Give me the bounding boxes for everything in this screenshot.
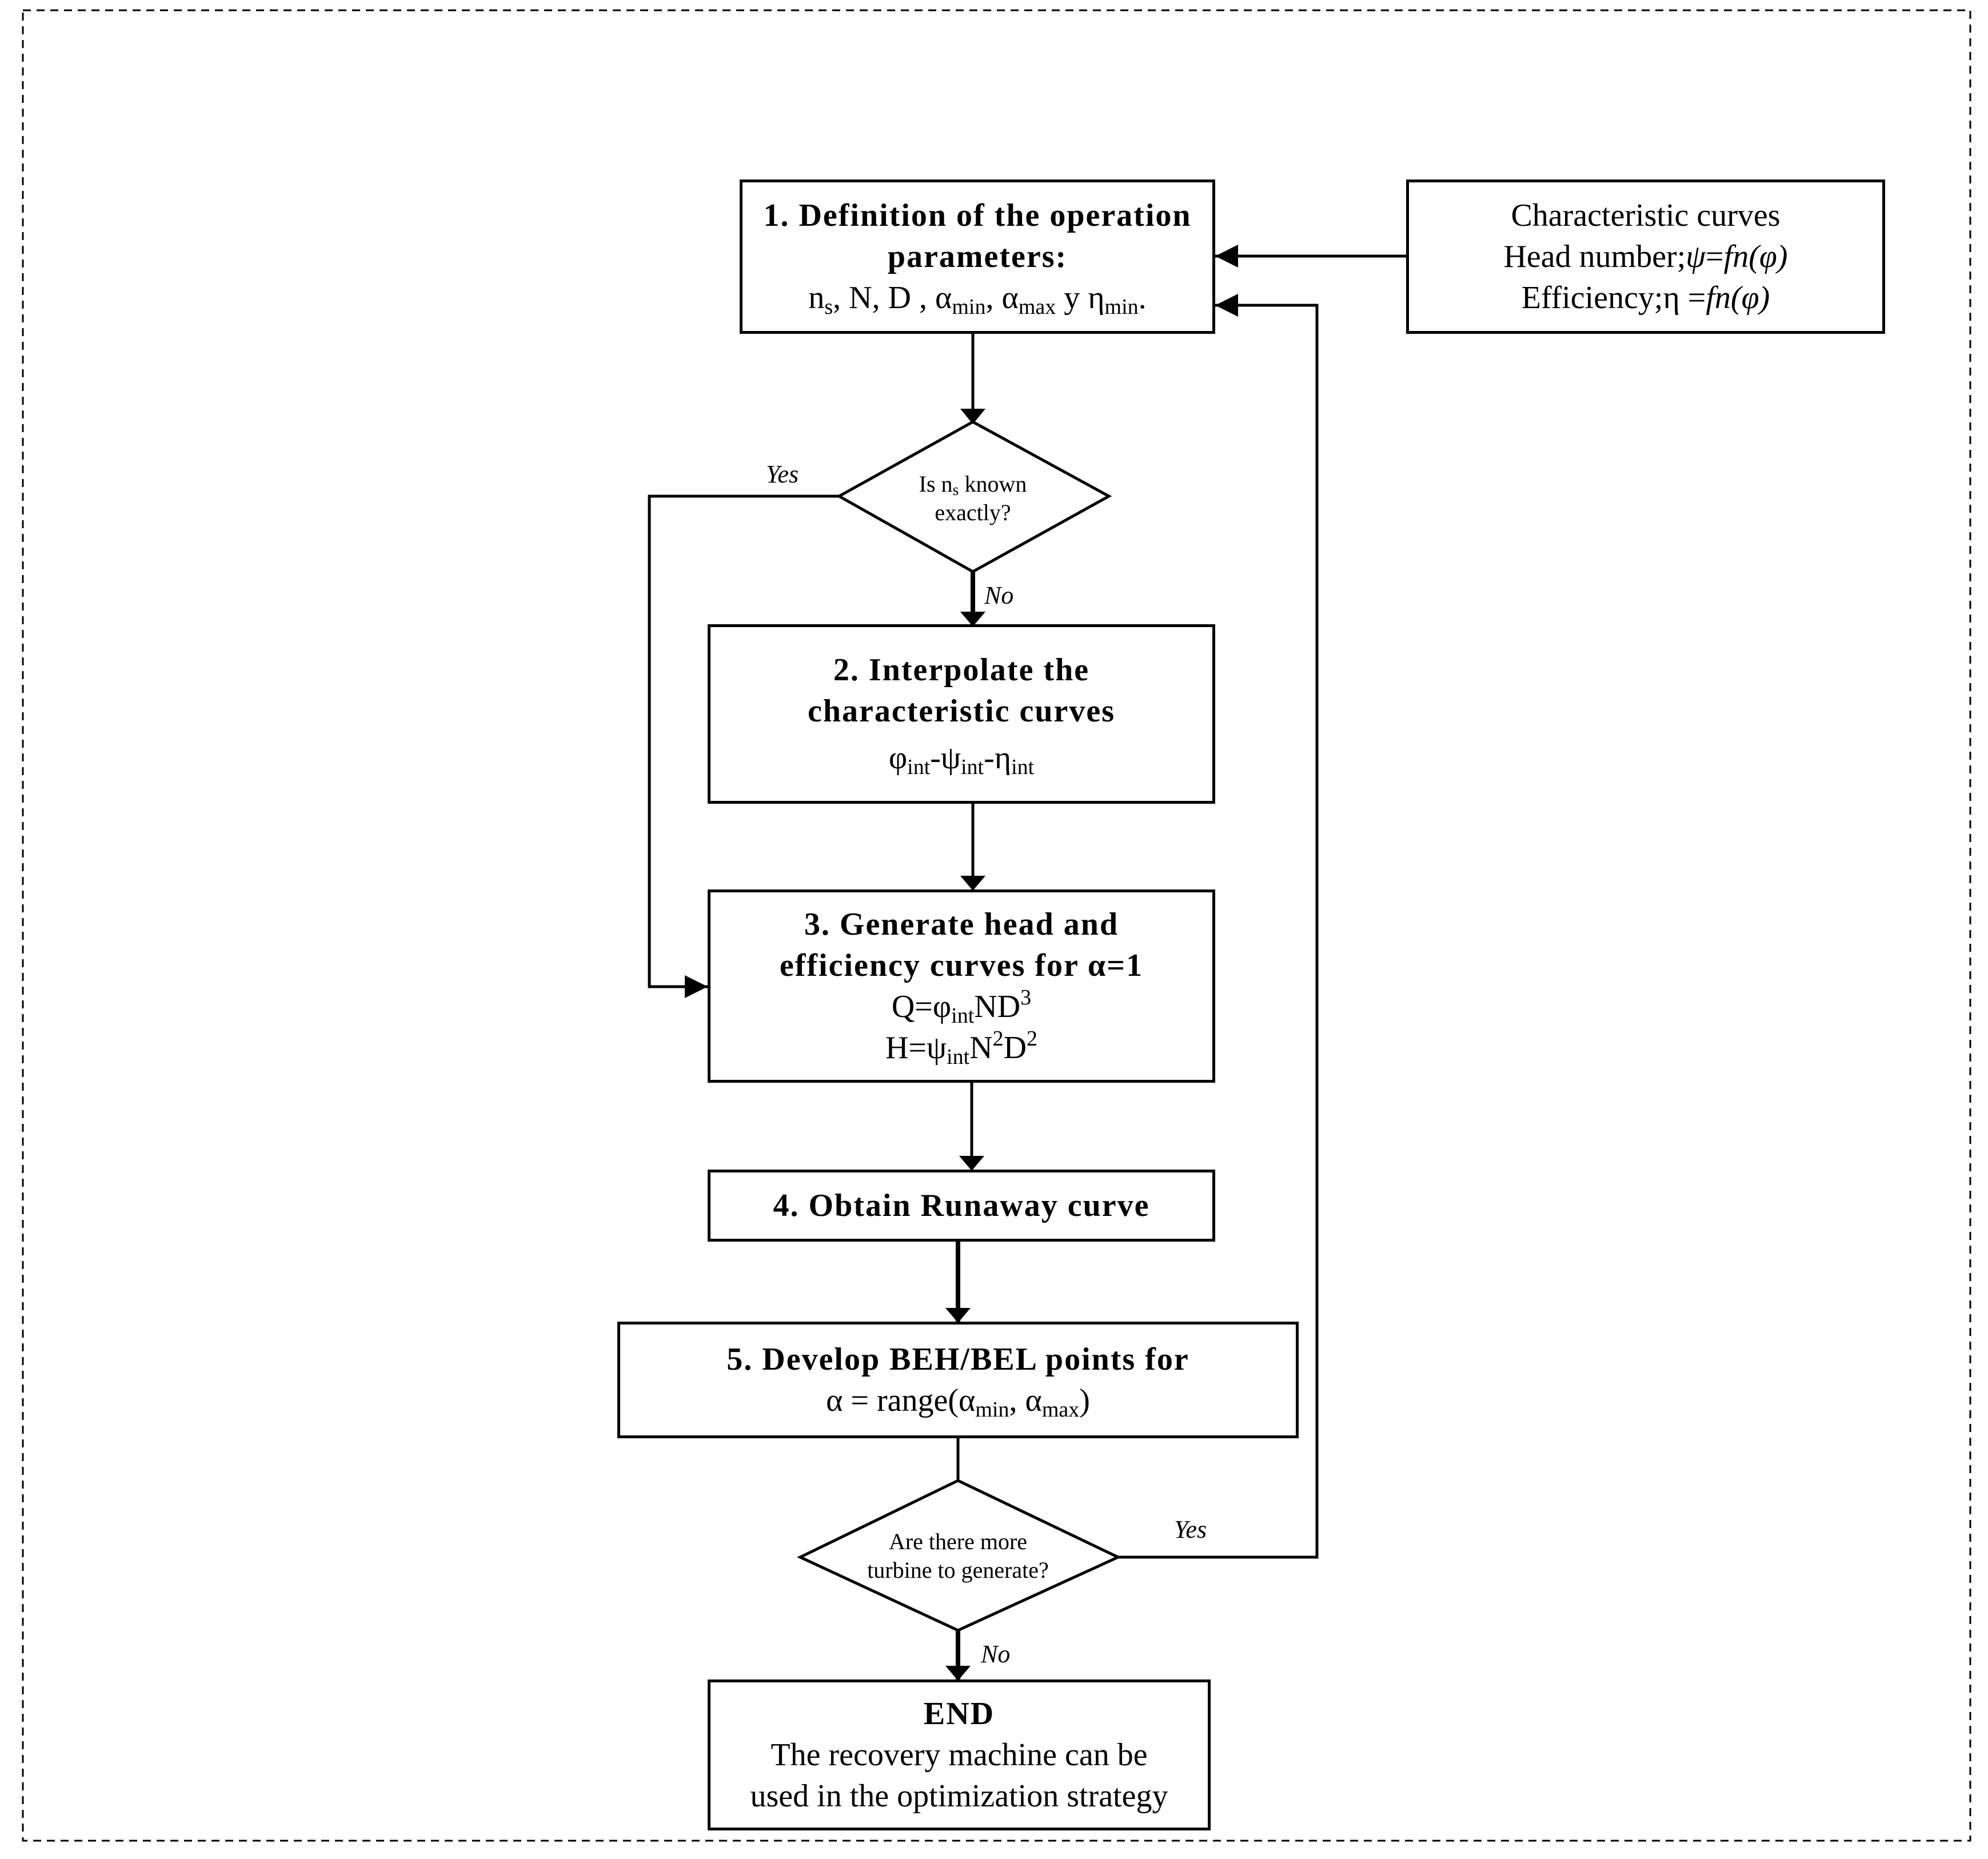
yes-label-1: Yes bbox=[766, 460, 799, 488]
yes-loop-line bbox=[1118, 304, 1319, 1559]
end-title: END bbox=[923, 1696, 995, 1732]
char-line3: Efficiency;η =fn(φ) bbox=[1521, 280, 1770, 316]
no-label-2: No bbox=[981, 1640, 1011, 1668]
decision2-text: Are there more turbine to generate? bbox=[838, 1527, 1078, 1585]
decision1-line1: Is ns known bbox=[919, 471, 1027, 499]
decision2-line2: turbine to generate? bbox=[867, 1557, 1049, 1583]
step3-title-line2: efficiency curves for α=1 bbox=[779, 948, 1144, 983]
step5-range: α = range(αmin, αmax) bbox=[826, 1383, 1090, 1422]
step3-q-formula: Q=φintND3 bbox=[891, 986, 1032, 1028]
decision1-line2: exactly? bbox=[935, 500, 1011, 525]
step5-box: 5. Develop BEH/BEL points for α = range(… bbox=[617, 1322, 1299, 1438]
step4-box: 4. Obtain Runaway curve bbox=[708, 1170, 1215, 1242]
outer-dashed-border bbox=[22, 9, 1971, 1842]
step3-h-formula: H=ψintN2D2 bbox=[885, 1027, 1038, 1069]
step1-title-line2: parameters: bbox=[887, 239, 1068, 274]
yes-bypass-line bbox=[648, 494, 839, 988]
char-line2: Head number;ψ=fn(φ) bbox=[1503, 239, 1788, 274]
end-box: END The recovery machine can be used in … bbox=[708, 1680, 1211, 1830]
step1-parameters: ns, N, D , αmin, αmax y ηmin. bbox=[808, 280, 1147, 319]
step3-title-line1: 3. Generate head and bbox=[804, 907, 1119, 942]
yes-label-2: Yes bbox=[1174, 1515, 1207, 1543]
step2-formula: φint-ψint-ηint bbox=[888, 740, 1035, 779]
step3-box: 3. Generate head and efficiency curves f… bbox=[708, 889, 1215, 1083]
step1-title-line1: 1. Definition of the operation bbox=[763, 198, 1192, 233]
characteristic-curves-box: Characteristic curves Head number;ψ=fn(φ… bbox=[1406, 179, 1885, 334]
decision1-text: Is ns known exactly? bbox=[887, 470, 1059, 527]
step2-title-line1: 2. Interpolate the bbox=[833, 652, 1090, 688]
decision2-line1: Are there more bbox=[888, 1529, 1028, 1554]
step2-title-line2: characteristic curves bbox=[808, 693, 1115, 729]
char-line1: Characteristic curves bbox=[1511, 198, 1781, 233]
end-line1: The recovery machine can be bbox=[771, 1737, 1148, 1773]
no-label-1: No bbox=[984, 581, 1014, 609]
step5-title: 5. Develop BEH/BEL points for bbox=[726, 1342, 1189, 1377]
step4-title: 4. Obtain Runaway curve bbox=[773, 1188, 1150, 1223]
step2-box: 2. Interpolate the characteristic curves… bbox=[708, 624, 1215, 804]
step1-box: 1. Definition of the operation parameter… bbox=[740, 179, 1215, 334]
end-line2: used in the optimization strategy bbox=[750, 1778, 1168, 1814]
